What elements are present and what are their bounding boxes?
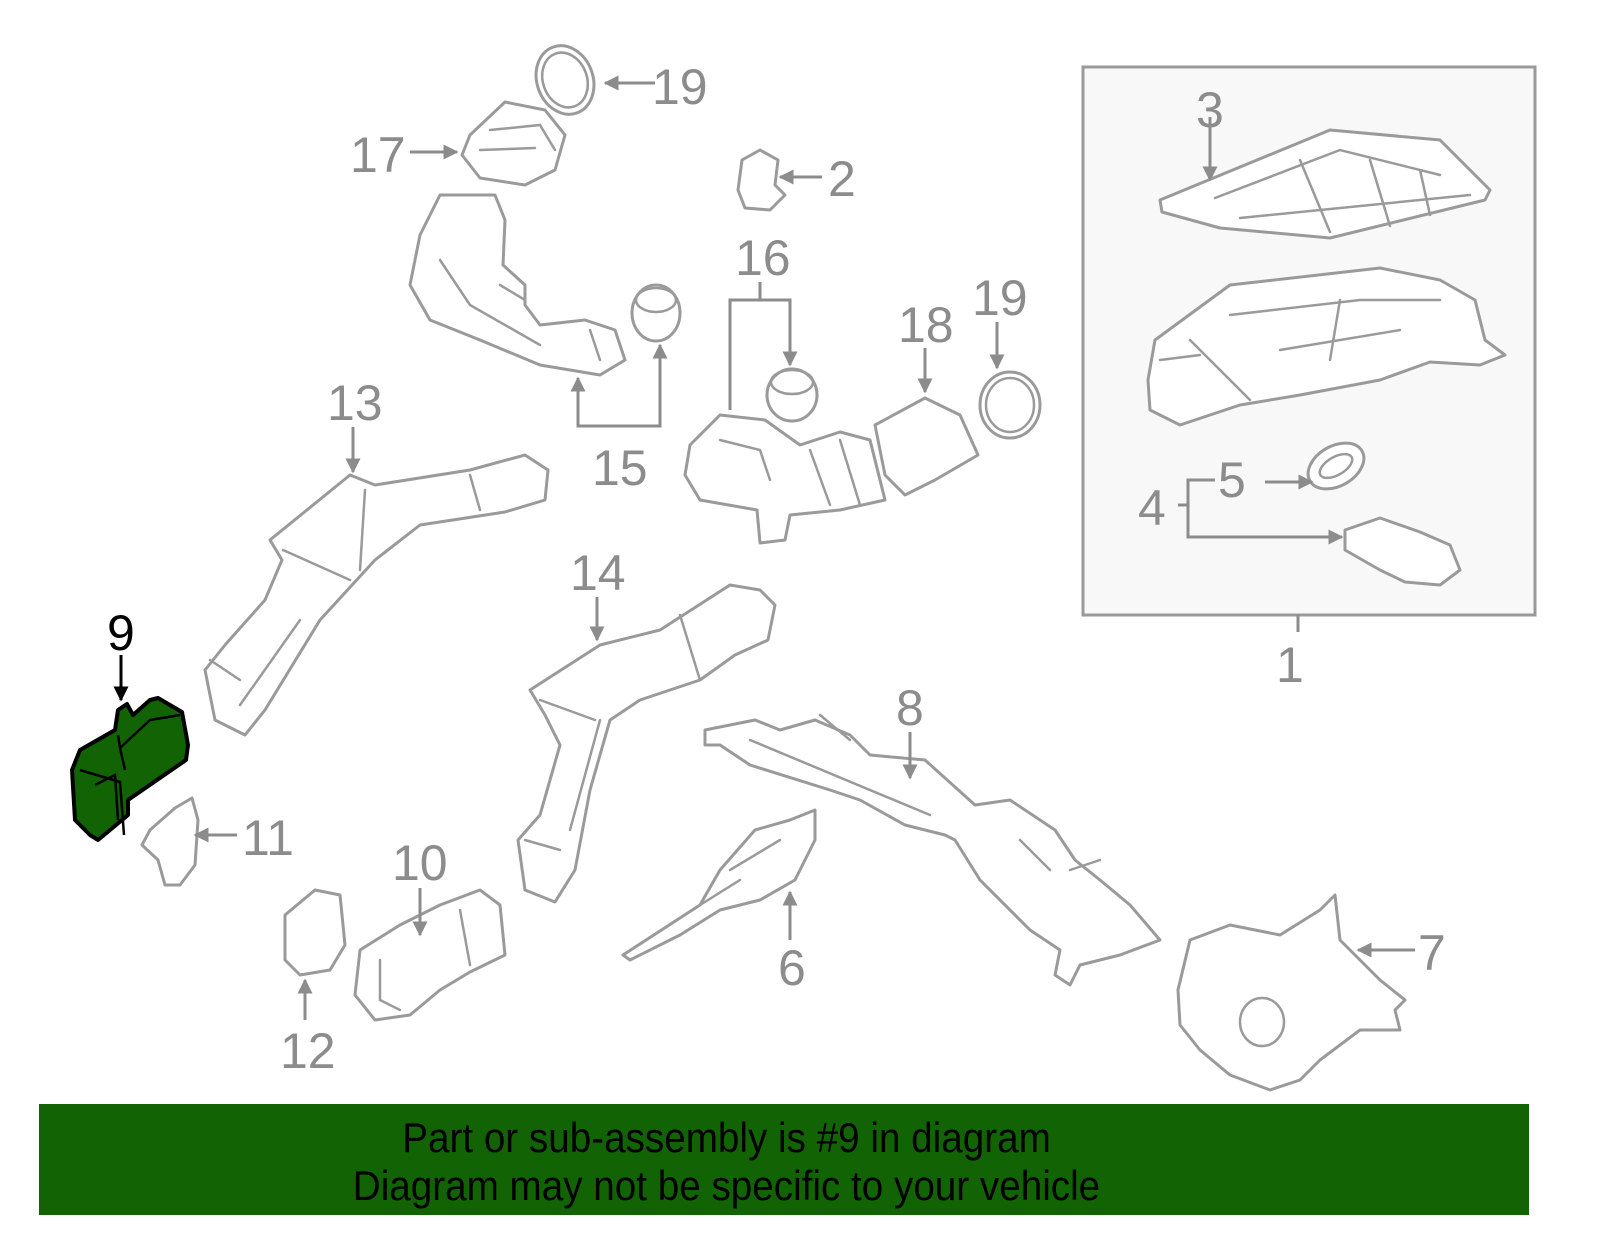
part-4-mass-airflow-sensor[interactable]	[1343, 516, 1462, 587]
callout-12: 12	[280, 1023, 336, 1079]
part-11-bracket[interactable]	[140, 796, 200, 887]
banner-line-2: Diagram may not be specific to your vehi…	[352, 1162, 1101, 1209]
part-15-intake-duct[interactable]	[408, 193, 627, 377]
callout-3: 3	[1196, 82, 1224, 138]
callout-10: 10	[392, 835, 448, 891]
callout-19-top: 19	[652, 59, 708, 115]
part-3-air-cleaner-cover[interactable]	[1158, 128, 1492, 240]
part-12-bracket[interactable]	[283, 888, 347, 977]
callout-17: 17	[350, 127, 406, 183]
part-14-air-duct[interactable]	[516, 583, 777, 904]
callout-15: 15	[592, 440, 648, 496]
callout-7: 7	[1418, 925, 1446, 981]
callout-9: 9	[107, 605, 135, 661]
part-17-hose[interactable]	[460, 100, 567, 187]
callout-13: 13	[327, 375, 383, 431]
callout-2: 2	[828, 151, 856, 207]
part-10-duct[interactable]	[353, 888, 507, 1022]
callout-4: 4	[1138, 480, 1166, 536]
part-2-bushing[interactable]	[736, 148, 787, 212]
part-16-resonator[interactable]	[683, 413, 887, 545]
callout-19-right: 19	[972, 270, 1028, 326]
part-6-bracket[interactable]	[621, 808, 817, 962]
callout-16: 16	[735, 230, 791, 286]
info-banner: Part or sub-assembly is #9 in diagram Di…	[39, 1104, 1529, 1215]
banner-line-1: Part or sub-assembly is #9 in diagram	[402, 1114, 1051, 1161]
callout-8: 8	[896, 680, 924, 736]
part-18-hose[interactable]	[873, 396, 980, 497]
part-19-clamp-right[interactable]	[978, 370, 1042, 440]
part-13-air-duct[interactable]	[203, 453, 550, 737]
callout-14: 14	[570, 545, 626, 601]
part-9-highlighted[interactable]	[70, 655, 190, 842]
callout-1: 1	[1276, 637, 1304, 693]
part-7-shield[interactable]	[1176, 893, 1407, 1092]
callout-11: 11	[242, 810, 294, 866]
callout-labels: 1 2 3 4 5 6 7 8 9 10 11 12 13 14 15 16 1…	[107, 59, 1446, 1079]
callout-6: 6	[778, 940, 806, 996]
callout-18: 18	[898, 297, 954, 353]
callout-5: 5	[1218, 452, 1246, 508]
air-cleaner-assembly-group	[1081, 65, 1537, 632]
part-8-bracket[interactable]	[703, 718, 1162, 987]
